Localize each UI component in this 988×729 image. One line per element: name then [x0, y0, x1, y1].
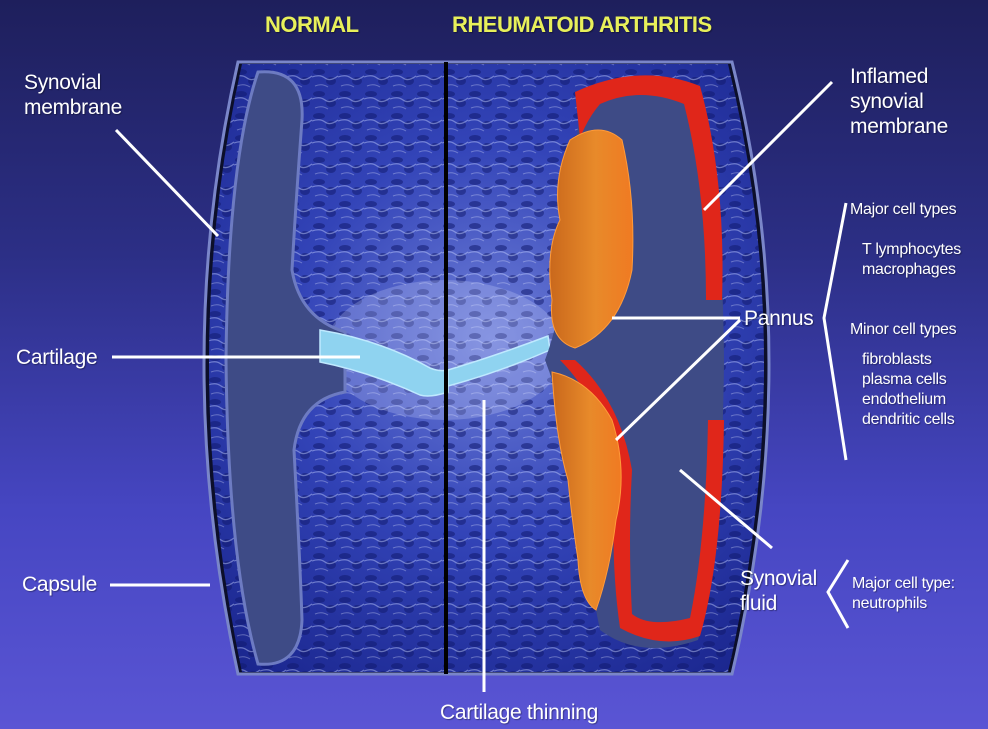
pannus-minor-title: Minor cell types: [850, 320, 956, 340]
label-synovial-membrane: Synovial membrane: [24, 70, 122, 120]
pannus-bracket: [824, 203, 846, 460]
pannus-major-title: Major cell types: [850, 200, 956, 220]
heading-rheumatoid-arthritis: RHEUMATOID ARTHRITIS: [452, 12, 712, 37]
pannus-major-items: T lymphocytes macrophages: [862, 240, 961, 280]
pannus-minor-items: fibroblasts plasma cells endothelium den…: [862, 350, 954, 430]
label-cartilage-thinning: Cartilage thinning: [440, 700, 598, 725]
label-cartilage: Cartilage: [16, 345, 97, 370]
fluid-bracket: [828, 560, 848, 628]
label-inflamed-synovial-membrane: Inflamed synovial membrane: [850, 64, 948, 139]
leader-synovial-membrane: [116, 130, 218, 236]
label-pannus: Pannus: [744, 306, 813, 331]
label-capsule: Capsule: [22, 572, 97, 597]
fluid-cell-types: Major cell type: neutrophils: [852, 574, 955, 614]
heading-normal: NORMAL: [265, 12, 359, 37]
label-synovial-fluid: Synovial fluid: [740, 566, 817, 616]
